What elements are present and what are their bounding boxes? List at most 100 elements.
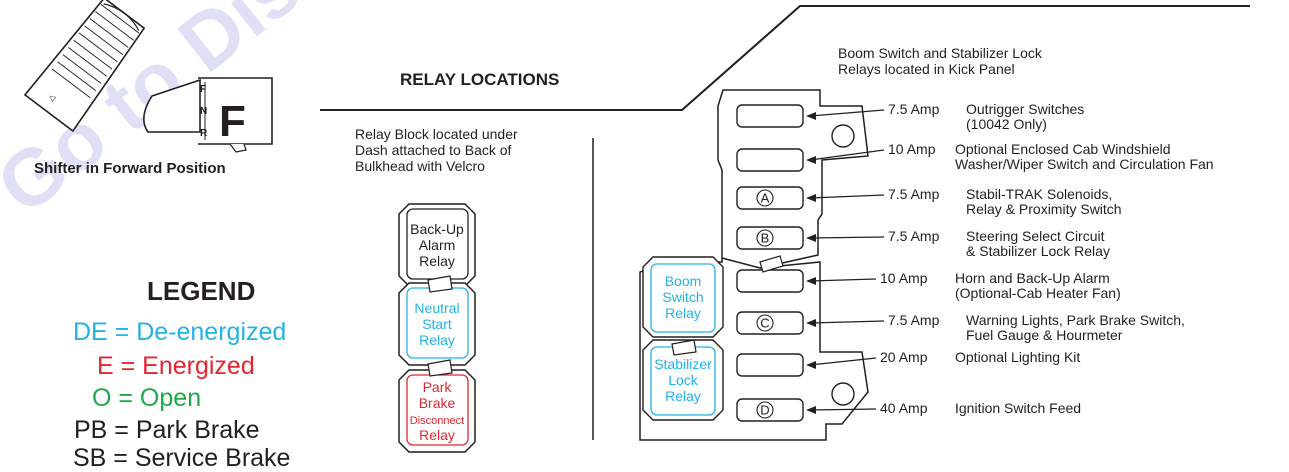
fuse-outline	[736, 398, 804, 422]
fuse-description: Optional Enclosed Cab Windshield	[955, 141, 1171, 157]
dash-relay-label: Relay	[419, 427, 455, 443]
fuse-letter-circle	[756, 189, 774, 207]
dash-relay-label: Brake	[419, 395, 456, 411]
legend-item: SB = Service Brake	[73, 444, 291, 472]
fuse-amp: 7.5 Amp	[888, 312, 940, 328]
kick-panel-note: Boom Switch and Stabilizer Lock Relays l…	[838, 45, 1042, 77]
fuse-letter: B	[761, 231, 770, 246]
fuse-leader-line	[809, 149, 885, 161]
dash-relay-clip	[427, 359, 453, 377]
divider-lines	[320, 5, 1250, 440]
fuse-outline	[736, 311, 804, 335]
fuse-leader-arrow	[806, 156, 816, 164]
shifter-marker: ◁	[47, 92, 58, 103]
fuse-outline	[736, 226, 804, 250]
dash-relay-label: Neutral	[414, 300, 459, 316]
fuse-slot: D	[736, 398, 804, 422]
fuse-leader-arrow	[806, 361, 816, 369]
fuse-slot: C	[736, 311, 804, 335]
fuse-leader-line	[809, 194, 885, 199]
dash-relay-clip	[427, 275, 453, 293]
shifter-grip-rib	[100, 3, 140, 34]
shifter-lock-tab	[229, 143, 247, 153]
fuse-description: Relay & Proximity Switch	[966, 201, 1122, 217]
shifter-grip-rib	[57, 61, 97, 92]
dash-relay-label: Park	[423, 379, 453, 395]
fuse-callout: 40 Amp Ignition Switch Feed	[806, 400, 1081, 416]
shifter-position-label: N	[200, 106, 207, 117]
fuse-letter: D	[760, 403, 769, 418]
fuse-amp: 10 Amp	[880, 270, 928, 286]
fuse-leader-line	[809, 236, 885, 239]
fuse-description: Warning Lights, Park Brake Switch,	[966, 312, 1185, 328]
fuse-outline	[736, 269, 804, 293]
fuse-slot	[736, 104, 804, 128]
kick-relay-clip	[759, 255, 784, 273]
fuse-leader-line	[809, 408, 877, 411]
dash-relay-housing	[398, 282, 476, 366]
shifter-grip-rib	[62, 54, 102, 84]
relay-block-note-line: Bulkhead with Velcro	[355, 158, 485, 174]
mounting-hole	[831, 382, 855, 406]
header-line	[320, 5, 1250, 111]
kick-relay-clip	[671, 339, 697, 356]
fuse-amp: 7.5 Amp	[888, 186, 940, 202]
fuse-description: Outrigger Switches	[966, 101, 1084, 117]
fuse-description: Horn and Back-Up Alarm	[955, 270, 1110, 286]
relay-block-note: Relay Block located under Dash attached …	[355, 126, 518, 174]
dash-relay-housing	[398, 369, 476, 453]
fuse-outline	[736, 148, 804, 172]
fuse-block-upper-housing	[717, 89, 869, 269]
relay-block-note-line: Relay Block located under	[355, 126, 518, 142]
fuse-description: Ignition Switch Feed	[955, 400, 1081, 416]
dash-relay-label: Relay	[419, 253, 455, 269]
shifter-handle	[23, 0, 146, 133]
fuse-slot: B	[736, 226, 804, 250]
fuse-amp: 40 Amp	[880, 400, 928, 416]
legend-item: DE = De-energized	[73, 318, 287, 346]
fuse-leader-line	[809, 109, 885, 117]
fuse-outline	[736, 104, 804, 128]
page-title: RELAY LOCATIONS	[400, 70, 560, 89]
fuse-description: Steering Select Circuit	[966, 228, 1105, 244]
fuse-leader-line	[809, 278, 877, 282]
kick-relay-housing	[642, 256, 724, 338]
kick-relay-label: Switch	[662, 289, 703, 305]
dash-relay-label: Relay	[419, 332, 455, 348]
shifter-grip-rib	[89, 18, 129, 48]
fuse-description: Fuel Gauge & Hourmeter	[966, 327, 1123, 343]
fuse-outline	[736, 353, 804, 377]
fuse-letter-circle	[756, 229, 774, 247]
kick-relay-housing	[642, 339, 724, 421]
fuse-slot	[736, 353, 804, 377]
shifter-big-letter: F	[219, 97, 246, 146]
fuse-outline	[736, 186, 804, 210]
shifter-grip: ◁	[23, 0, 146, 133]
shifter-top	[103, 3, 140, 31]
legend-item: E = Energized	[97, 352, 255, 380]
kick-relay-face	[650, 263, 716, 333]
fuse-amp: 7.5 Amp	[888, 101, 940, 117]
fuse-amp: 20 Amp	[880, 349, 928, 365]
shifter-position-label: R	[200, 128, 208, 139]
kick-relay-label: Boom	[665, 273, 702, 289]
legend-item: PB = Park Brake	[74, 416, 260, 444]
mounting-hole	[831, 124, 855, 148]
kick-panel-note-line: Relays located in Kick Panel	[838, 61, 1015, 77]
kick-relay-label: Relay	[665, 388, 701, 404]
relay-block-note-line: Dash attached to Back of	[355, 142, 512, 158]
fuse-leader-arrow	[806, 277, 816, 285]
